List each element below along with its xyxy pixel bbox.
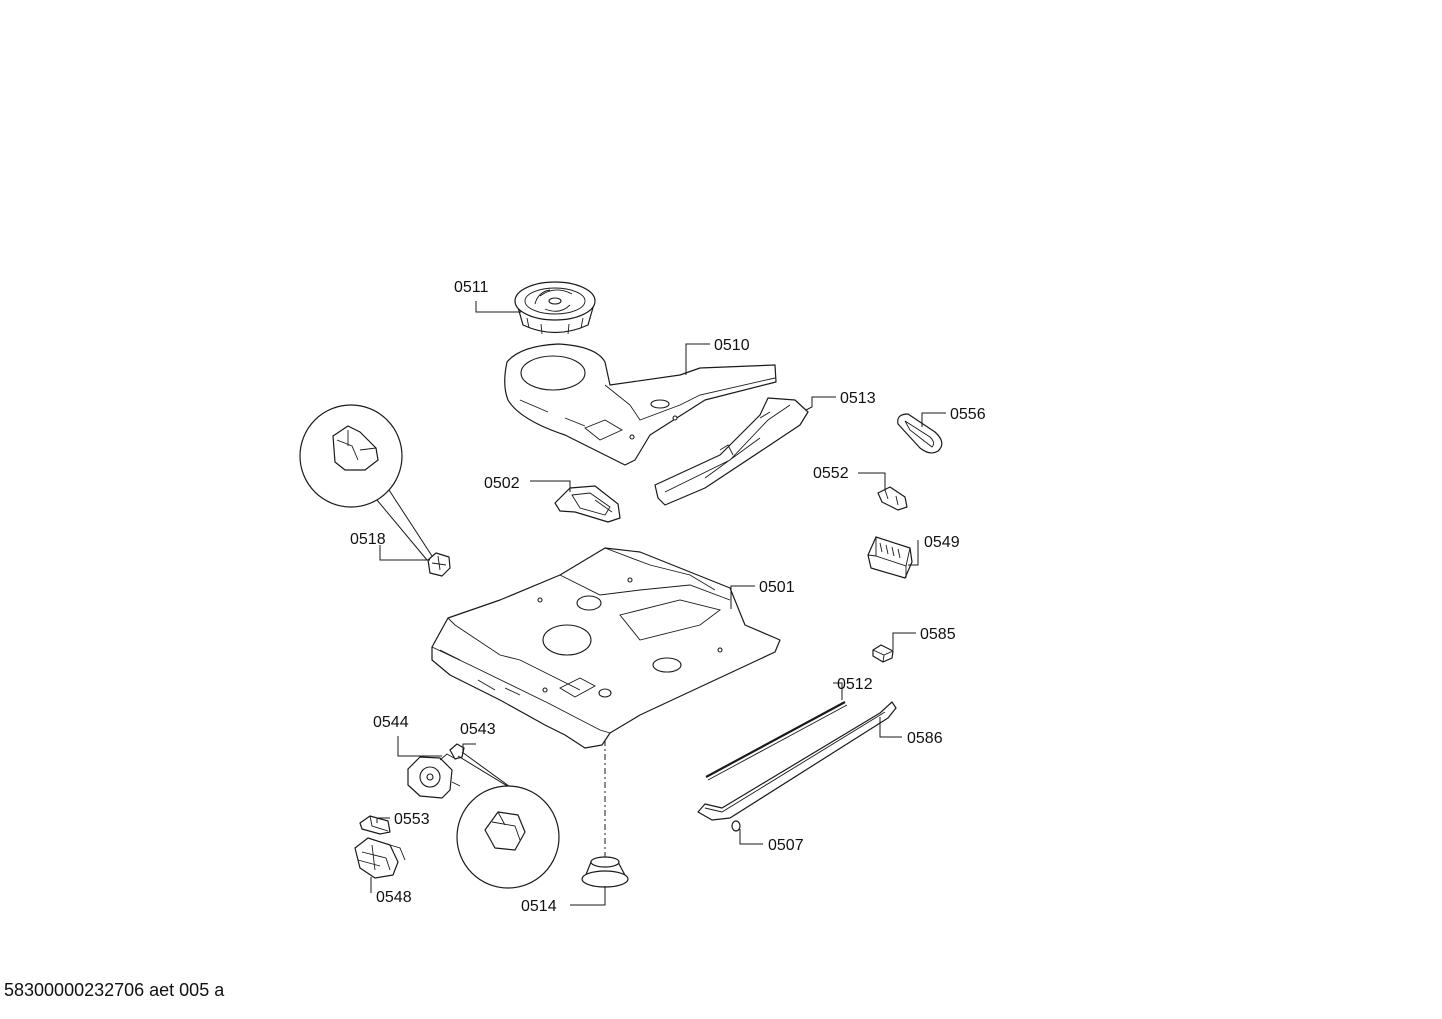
part-0549-terminal-block[interactable] xyxy=(867,536,913,579)
part-0544-fan-motor[interactable] xyxy=(407,753,461,799)
part-0510-air-duct-cover[interactable] xyxy=(504,343,777,466)
part-0502-bracket[interactable] xyxy=(554,485,621,523)
part-0548-terminal-block[interactable] xyxy=(354,837,406,879)
callout-0514: 0514 xyxy=(521,898,557,915)
part-0501-base-plate[interactable] xyxy=(431,547,781,749)
callout-0552: 0552 xyxy=(813,465,849,482)
part-0552-clip[interactable] xyxy=(877,486,908,511)
callout-0586: 0586 xyxy=(907,730,943,747)
callout-0548: 0548 xyxy=(376,889,412,906)
callout-0518: 0518 xyxy=(350,531,386,548)
callout-0513: 0513 xyxy=(840,390,876,407)
callout-0543: 0543 xyxy=(460,721,496,738)
callout-0544: 0544 xyxy=(373,714,409,731)
part-0585-plug[interactable] xyxy=(872,644,894,663)
part-0513-duct[interactable] xyxy=(654,397,809,506)
callout-0507: 0507 xyxy=(768,837,804,854)
part-0507-grommet[interactable] xyxy=(731,820,741,832)
part-0543-clip[interactable] xyxy=(449,743,560,889)
leader-lines xyxy=(370,301,946,906)
part-0553-clip[interactable] xyxy=(359,815,391,835)
callout-0556: 0556 xyxy=(950,406,986,423)
part-0518-switch[interactable] xyxy=(299,404,451,577)
drawing-id-footer: 58300000232706 aet 005 a xyxy=(4,980,225,1000)
part-0556-handle-cover[interactable] xyxy=(897,413,943,454)
callout-0512: 0512 xyxy=(837,676,873,693)
part-0511-fan-wheel[interactable] xyxy=(514,281,596,335)
callout-0549: 0549 xyxy=(924,534,960,551)
callout-0501: 0501 xyxy=(759,579,795,596)
callout-0510: 0510 xyxy=(714,337,750,354)
callout-0585: 0585 xyxy=(920,626,956,643)
part-0586-rail[interactable] xyxy=(697,701,897,821)
part-0512-heating-element[interactable] xyxy=(705,701,848,781)
callout-0502: 0502 xyxy=(484,475,520,492)
callout-0511: 0511 xyxy=(454,279,489,296)
callout-labels: 0511 0510 0513 0556 0502 0552 0518 0549 … xyxy=(350,279,986,915)
part-0514-foot[interactable] xyxy=(581,740,629,888)
callout-0553: 0553 xyxy=(394,811,430,828)
